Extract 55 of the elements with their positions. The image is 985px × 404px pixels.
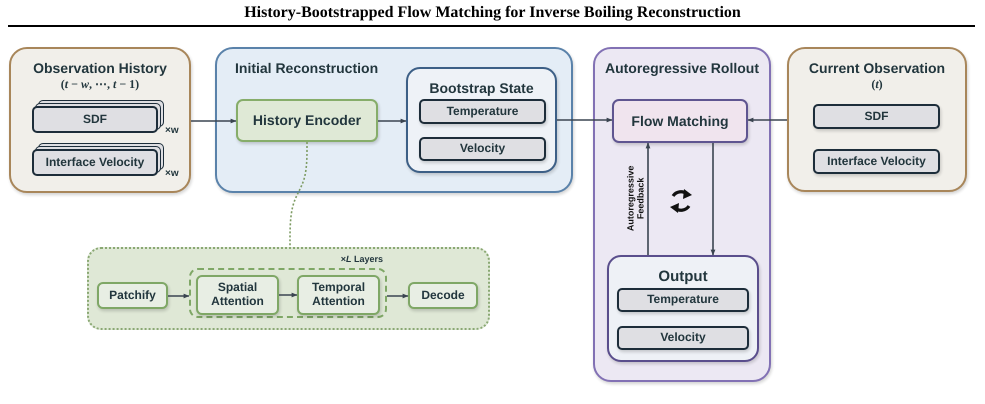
variable-box — [617, 288, 749, 312]
box-label: SDF — [83, 112, 107, 126]
observation-panel — [787, 47, 967, 192]
layer-box — [297, 275, 380, 315]
layer-box — [408, 282, 478, 309]
variable-box — [419, 99, 546, 124]
layer-box — [196, 275, 279, 315]
arrow — [168, 294, 190, 298]
panel-title: Observation History — [33, 60, 167, 76]
arrow — [378, 118, 407, 124]
time-range-label: (t) — [871, 77, 883, 92]
arrow — [557, 118, 613, 122]
layer-box — [97, 282, 168, 309]
arrow — [279, 292, 298, 298]
box-label: History Encoder — [252, 112, 362, 129]
panel-title: Current Observation — [808, 60, 946, 76]
detail-panel — [87, 247, 490, 330]
variable-box — [813, 149, 940, 174]
box-label: Velocity — [660, 331, 706, 345]
box-label: Patchify — [109, 288, 156, 302]
box-label: Temperature — [446, 104, 518, 118]
arrow — [710, 143, 716, 256]
arrow — [387, 294, 409, 298]
variable-box — [617, 326, 749, 350]
box-label: Temporal Attention — [310, 281, 366, 309]
box-label: Flow Matching — [631, 112, 729, 130]
panel-title: Output — [658, 268, 708, 285]
box-label: Interface Velocity — [827, 154, 926, 168]
panel-title: Bootstrap State — [429, 80, 534, 96]
variable-box — [419, 137, 546, 161]
state-panel — [406, 67, 557, 173]
diagram-title: History-Bootstrapped Flow Matching for Inverse Boiling Reconstruction — [243, 4, 742, 22]
arrow — [191, 118, 237, 124]
box-label: Decode — [421, 288, 465, 302]
arrow — [747, 118, 787, 122]
panel-title: Autoregressive Rollout — [604, 60, 760, 76]
observation-panel — [9, 47, 191, 193]
time-range-label: (t − w, ⋯, t − 1) — [60, 77, 140, 92]
repeat-label: ×L Layers — [340, 254, 383, 264]
arrow — [646, 142, 650, 255]
box-label: Spatial Attention — [210, 281, 265, 309]
variable-box — [813, 104, 940, 129]
box-label: Interface Velocity — [46, 156, 144, 170]
panel-title: Initial Reconstruction — [235, 60, 378, 76]
multiplier-label: ×w — [165, 168, 179, 179]
state-panel — [607, 255, 759, 362]
module-box — [612, 99, 748, 143]
box-label: Velocity — [460, 142, 506, 156]
stage-panel — [593, 47, 771, 382]
module-box — [236, 99, 378, 142]
stage-panel — [215, 47, 573, 193]
multiplier-label: ×w — [165, 125, 179, 136]
box-label: Temperature — [647, 293, 719, 307]
box-label: SDF — [864, 110, 888, 124]
leader-line — [289, 142, 308, 247]
